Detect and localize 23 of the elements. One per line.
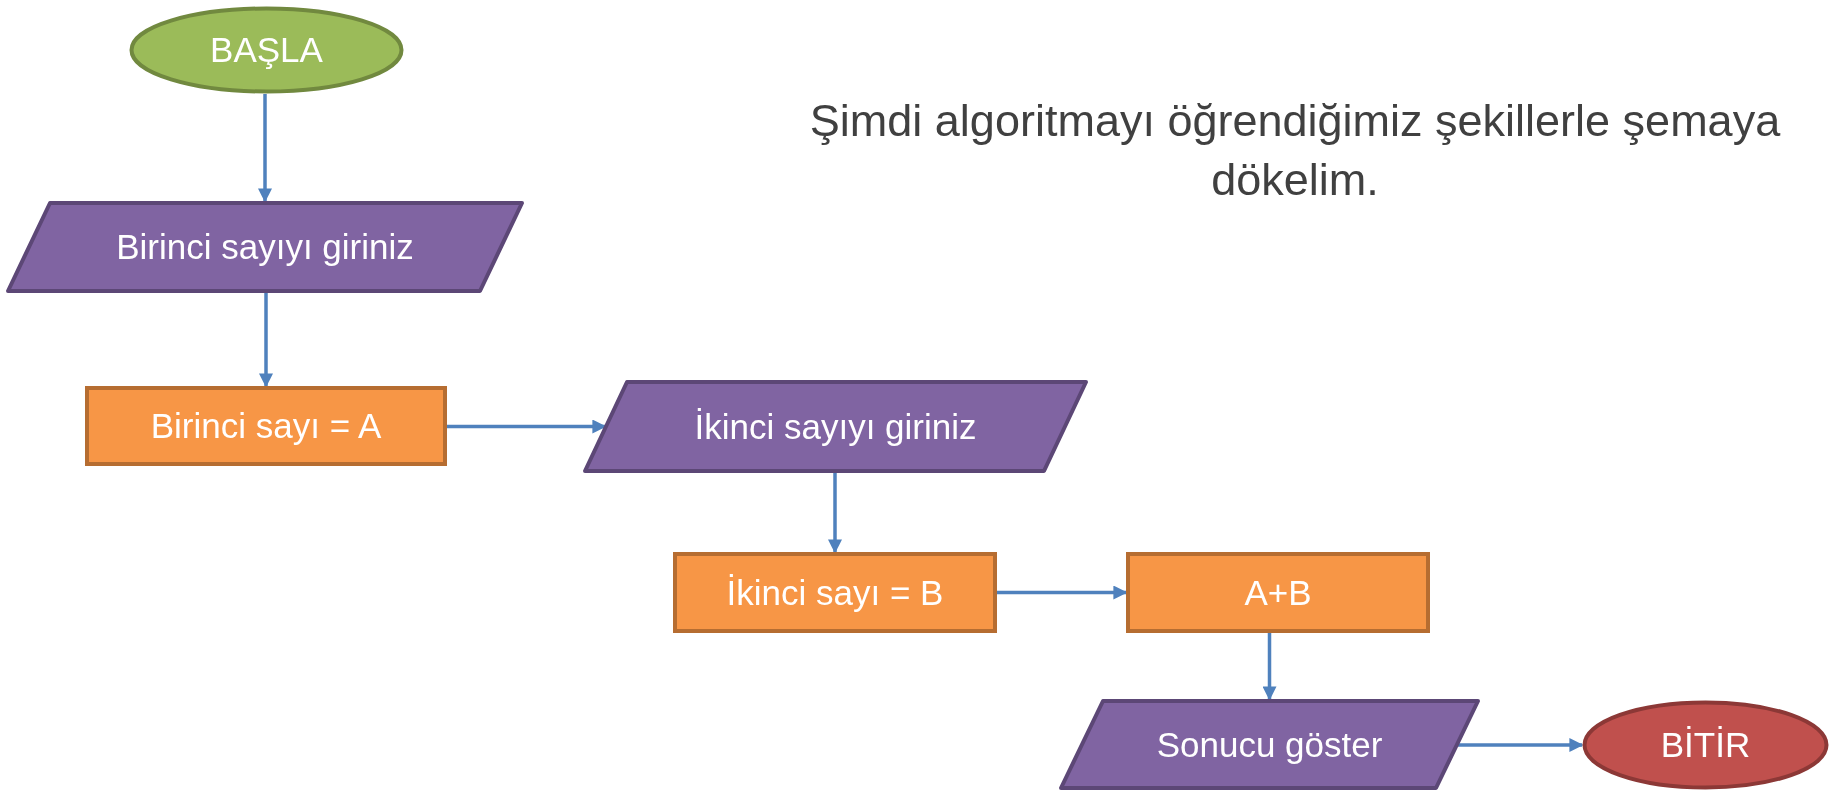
input-parallelogram [1059, 699, 1480, 790]
instruction-text: Şimdi algoritmayı öğrendiğimiz şekillerle şemaya dökelim. [808, 94, 1782, 207]
arrow [1458, 738, 1584, 752]
node-label: BAŞLA [209, 29, 324, 72]
input-parallelogram [6, 201, 524, 293]
arrow [828, 473, 842, 554]
terminal-ellipse [1582, 700, 1829, 790]
node-label: BİTİR [1659, 724, 1752, 767]
process-box [673, 552, 997, 633]
node-label: Birinci sayıyı giriniz [115, 226, 415, 269]
arrow [258, 94, 272, 203]
node-label: Birinci sayı = A [149, 405, 383, 448]
node-label: İkinci sayı = B [725, 571, 945, 614]
arrow [259, 293, 273, 388]
input-parallelogram [583, 380, 1088, 473]
node-label: İkinci sayıyı giriniz [693, 405, 978, 448]
arrow [1262, 633, 1277, 701]
process-box [1126, 552, 1430, 633]
node-label: A+B [1243, 571, 1313, 614]
process-box [85, 386, 447, 466]
arrow [997, 585, 1128, 600]
node-label: Sonucu göster [1155, 723, 1384, 766]
terminal-ellipse [129, 6, 404, 94]
